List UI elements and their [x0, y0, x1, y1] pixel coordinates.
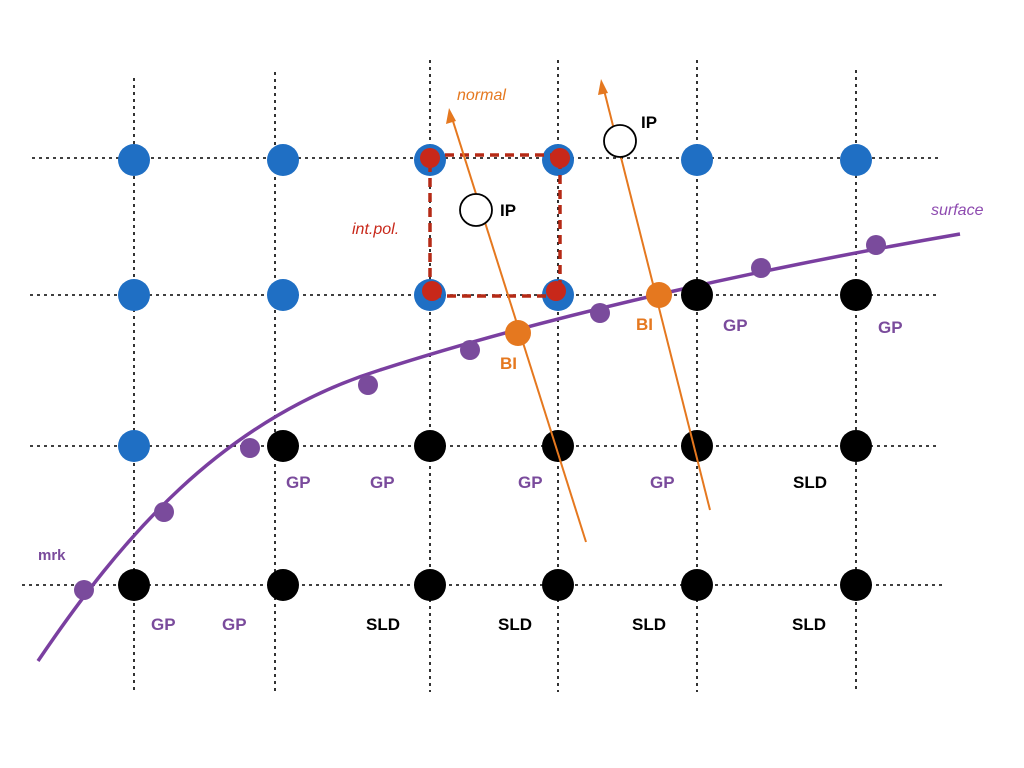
- ghost-point-label: GP: [650, 473, 675, 492]
- solid-node: [681, 279, 713, 311]
- solid-node: [118, 569, 150, 601]
- marker-label: mrk: [38, 547, 66, 564]
- surface-label: surface: [931, 202, 984, 219]
- fluid-node: [267, 279, 299, 311]
- arrowhead-icon: [446, 108, 456, 124]
- interpolation-label: int.pol.: [352, 221, 399, 238]
- fluid-nodes: [118, 144, 872, 462]
- image-points: [459, 124, 637, 227]
- fluid-node: [118, 279, 150, 311]
- solid-node: [542, 430, 574, 462]
- normal-label: normal: [457, 87, 506, 104]
- solid-node: [267, 430, 299, 462]
- fluid-node: [681, 144, 713, 176]
- marker-point: [358, 375, 378, 395]
- boundary-intercept-point: [505, 320, 531, 346]
- image-point: [459, 193, 493, 227]
- solid-nodes: [118, 279, 872, 601]
- interp-node: [546, 281, 566, 301]
- normal-arrowheads: [446, 79, 608, 124]
- solid-node: [840, 430, 872, 462]
- ghost-point-label: GP: [518, 473, 543, 492]
- solid-node: [414, 430, 446, 462]
- boundary-intercept-point: [646, 282, 672, 308]
- fluid-node: [118, 144, 150, 176]
- solid-node: [414, 569, 446, 601]
- marker-point: [460, 340, 480, 360]
- solid-node: [542, 569, 574, 601]
- boundary-intercepts: [505, 282, 672, 346]
- ghost-point-label: GP: [370, 473, 395, 492]
- interp-node: [550, 148, 570, 168]
- image-point-label: IP: [641, 113, 657, 132]
- interpolation-nodes: [420, 148, 570, 301]
- image-point-label: IP: [500, 201, 516, 220]
- solid-label: SLD: [792, 615, 826, 634]
- interp-node: [422, 281, 442, 301]
- marker-point: [154, 502, 174, 522]
- solid-label: SLD: [632, 615, 666, 634]
- marker-point: [751, 258, 771, 278]
- solid-node: [681, 430, 713, 462]
- solid-node: [840, 279, 872, 311]
- solid-label: SLD: [498, 615, 532, 634]
- image-point: [603, 124, 637, 158]
- interp-node: [420, 148, 440, 168]
- boundary-intercept-label: BI: [636, 315, 653, 334]
- ghost-point-label: GP: [878, 318, 903, 337]
- fluid-node: [840, 144, 872, 176]
- interpolation-box: [428, 153, 562, 298]
- boundary-intercept-label: BI: [500, 354, 517, 373]
- solid-label: SLD: [793, 473, 827, 492]
- solid-label: SLD: [366, 615, 400, 634]
- fluid-node: [118, 430, 150, 462]
- surface-curve: [36, 232, 961, 662]
- ghost-point-label: GP: [286, 473, 311, 492]
- marker-point: [590, 303, 610, 323]
- surface-markers: [74, 235, 886, 600]
- solid-node: [681, 569, 713, 601]
- fluid-node: [267, 144, 299, 176]
- solid-node: [267, 569, 299, 601]
- marker-point: [866, 235, 886, 255]
- solid-node: [840, 569, 872, 601]
- ghost-point-label: GP: [222, 615, 247, 634]
- ghost-point-label: GP: [151, 615, 176, 634]
- marker-point: [240, 438, 260, 458]
- arrowhead-icon: [598, 79, 608, 95]
- ghost-point-label: GP: [723, 316, 748, 335]
- marker-point: [74, 580, 94, 600]
